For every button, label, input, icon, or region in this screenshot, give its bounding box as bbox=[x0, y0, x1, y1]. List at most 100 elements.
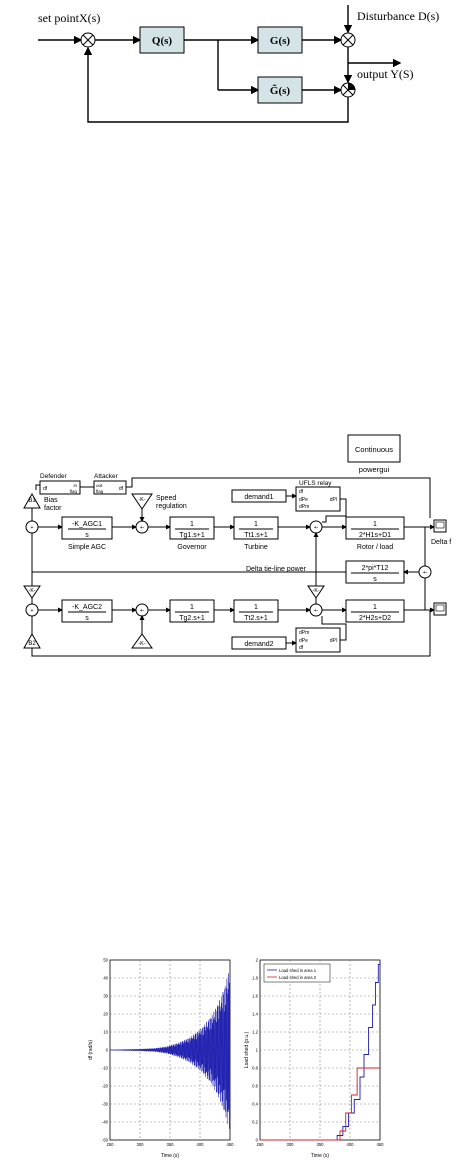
agc2-integrator[interactable]: -K_AGC2 s bbox=[61, 599, 113, 623]
left-ytick-label: -30 bbox=[102, 1102, 109, 1107]
b2-label: B2 bbox=[28, 641, 36, 647]
turbine2-block[interactable]: 1 Tt2.s+1 bbox=[233, 599, 279, 623]
right-xtick-label: 350 bbox=[317, 1142, 325, 1147]
attacker-label: Attacker bbox=[94, 473, 119, 480]
rotor2-block[interactable]: 1 2*H2s+D2 bbox=[345, 599, 405, 623]
right-ytick-label: 2 bbox=[256, 958, 259, 963]
right-plot-series bbox=[260, 960, 381, 1141]
ufls2-port-dpm: dPm bbox=[299, 630, 309, 636]
powergui-block[interactable]: Continuous bbox=[347, 434, 401, 463]
right-ytick-label: 0.2 bbox=[252, 1120, 258, 1125]
svg-text:+-: +- bbox=[140, 608, 145, 614]
scope-delta-f-2[interactable] bbox=[433, 602, 447, 616]
governor1-block[interactable]: 1 Tg1.s+1 bbox=[169, 516, 215, 540]
right-ytick-label: 0 bbox=[256, 1138, 259, 1143]
left-xtick-label: 400 bbox=[197, 1142, 205, 1147]
b2-gain[interactable]: B2 bbox=[23, 632, 41, 649]
sum-junction-3 bbox=[340, 82, 356, 98]
sum-tie: +- bbox=[418, 565, 432, 579]
scope-delta-f-1[interactable] bbox=[433, 519, 447, 533]
tie-gain-area2-left[interactable]: -K- bbox=[23, 585, 41, 599]
disturbance-label: Disturbance D(s) bbox=[357, 9, 439, 23]
attacker-block[interactable]: out flag df bbox=[93, 480, 127, 495]
governor1-numerator: 1 bbox=[190, 521, 194, 528]
left-xtick-label: 350 bbox=[167, 1142, 175, 1147]
left-ytick-label: 10 bbox=[103, 1030, 108, 1035]
turbine1-block[interactable]: 1 Tt1.s+1 bbox=[233, 516, 279, 540]
rotor1-block[interactable]: 1 2*H1s+D1 bbox=[345, 516, 405, 540]
left-xtick-label: 300 bbox=[137, 1142, 145, 1147]
speed-regulation-gain-1[interactable]: -K- bbox=[131, 493, 153, 510]
tie-line-block[interactable]: 2*pi*T12 s bbox=[345, 560, 405, 584]
svg-text:+-: +- bbox=[423, 570, 428, 576]
agc1-integrator[interactable]: -K_AGC1 s bbox=[61, 516, 113, 540]
q-block-label: Q(s) bbox=[152, 35, 173, 47]
turbine2-denominator: Tt2.s+1 bbox=[244, 615, 268, 622]
sum-junction-1 bbox=[80, 32, 96, 48]
speed-gain-label-1: -K- bbox=[138, 497, 146, 503]
g-block: G(s) bbox=[257, 26, 303, 54]
svg-text:+-: +- bbox=[140, 525, 145, 531]
defender-port-df: df bbox=[43, 486, 48, 492]
governor2-numerator: 1 bbox=[190, 604, 194, 611]
speed-regulation-gain-2[interactable]: -K- bbox=[131, 633, 153, 649]
factor-label: factor bbox=[44, 505, 62, 512]
output-label: output Y(S) bbox=[357, 67, 414, 81]
powergui-caption: powergui bbox=[359, 465, 390, 474]
ufls2-port-df: df bbox=[299, 645, 304, 651]
ufls2-port-dpe: dPe bbox=[299, 638, 308, 644]
svg-text:+: + bbox=[31, 608, 34, 614]
agc2-denominator: s bbox=[85, 615, 89, 622]
governor2-denominator: Tg2.s+1 bbox=[179, 615, 205, 622]
ufls1-port-dpl: dPl bbox=[330, 497, 337, 503]
defender-port-flag: flag bbox=[70, 489, 78, 494]
right-ytick-label: 0.4 bbox=[252, 1102, 258, 1107]
rotor1-denominator: 2*H1s+D1 bbox=[359, 532, 391, 539]
ufls-relay-1-block[interactable]: df dPe dPm dPl bbox=[295, 486, 341, 512]
tie-denominator: s bbox=[373, 576, 377, 583]
sum-area1-governor: +- bbox=[135, 520, 149, 534]
turbine1-denominator: Tt1.s+1 bbox=[244, 532, 268, 539]
turbine2-numerator: 1 bbox=[254, 604, 258, 611]
legend-area2: Load shed in area 2 bbox=[279, 975, 317, 980]
left-ytick-label: -20 bbox=[102, 1084, 109, 1089]
ufls-relay-2-block[interactable]: dPm dPe df dPl bbox=[295, 627, 341, 653]
simulink-two-area-diagram: Continuous powergui Defender Attacker df… bbox=[0, 430, 474, 665]
simple-agc-label: Simple AGC bbox=[68, 544, 106, 551]
setpoint-label: set pointX(s) bbox=[38, 11, 100, 25]
attacker-port-df: df bbox=[119, 486, 124, 492]
wire-defender-in bbox=[35, 484, 40, 490]
sum-area2-power: +- bbox=[309, 603, 323, 617]
b1-gain[interactable]: B1 bbox=[23, 492, 41, 509]
left-plot-ylabel: df (rad/s) bbox=[88, 1040, 94, 1060]
left-ytick-label: 40 bbox=[103, 976, 108, 981]
left-plot-series-df bbox=[109, 973, 231, 1129]
tie-gain-right-label: -K- bbox=[313, 588, 320, 594]
speed-label: Speed bbox=[156, 495, 176, 502]
left-plot-xlabel: Time (s) bbox=[161, 1153, 179, 1159]
rotor2-numerator: 1 bbox=[373, 604, 377, 611]
legend-area1: Load shed in area 1 bbox=[279, 968, 317, 973]
demand2-block[interactable]: demand2 bbox=[231, 636, 287, 650]
sum-area1-power: +- bbox=[309, 520, 323, 534]
ufls1-port-dpe: dPe bbox=[299, 497, 308, 503]
right-plot-yticks: 21.81.61.41.210.80.60.40.20 bbox=[252, 958, 258, 1143]
defender-port-in: in bbox=[73, 483, 77, 488]
tie-gain-area2-right[interactable]: -K- bbox=[307, 585, 325, 599]
defender-block[interactable]: df in flag bbox=[39, 480, 81, 495]
ufls1-port-df: df bbox=[299, 489, 304, 495]
demand1-block[interactable]: demand1 bbox=[231, 489, 287, 503]
rotor2-denominator: 2*H2s+D2 bbox=[359, 615, 391, 622]
left-ytick-label: 20 bbox=[103, 1012, 108, 1017]
right-plot-legend: Load shed in area 1 Load shed in area 2 bbox=[263, 963, 331, 983]
g-tilde-block: G̃(s) bbox=[257, 76, 303, 104]
wire-deltaf-feedback bbox=[126, 477, 431, 518]
right-plot-xlabel: Time (s) bbox=[311, 1153, 329, 1159]
agc1-numerator: -K_AGC1 bbox=[72, 521, 102, 528]
wire-ufls2-out bbox=[321, 616, 347, 641]
governor2-block[interactable]: 1 Tg2.s+1 bbox=[169, 599, 215, 623]
demand2-label: demand2 bbox=[244, 641, 273, 648]
